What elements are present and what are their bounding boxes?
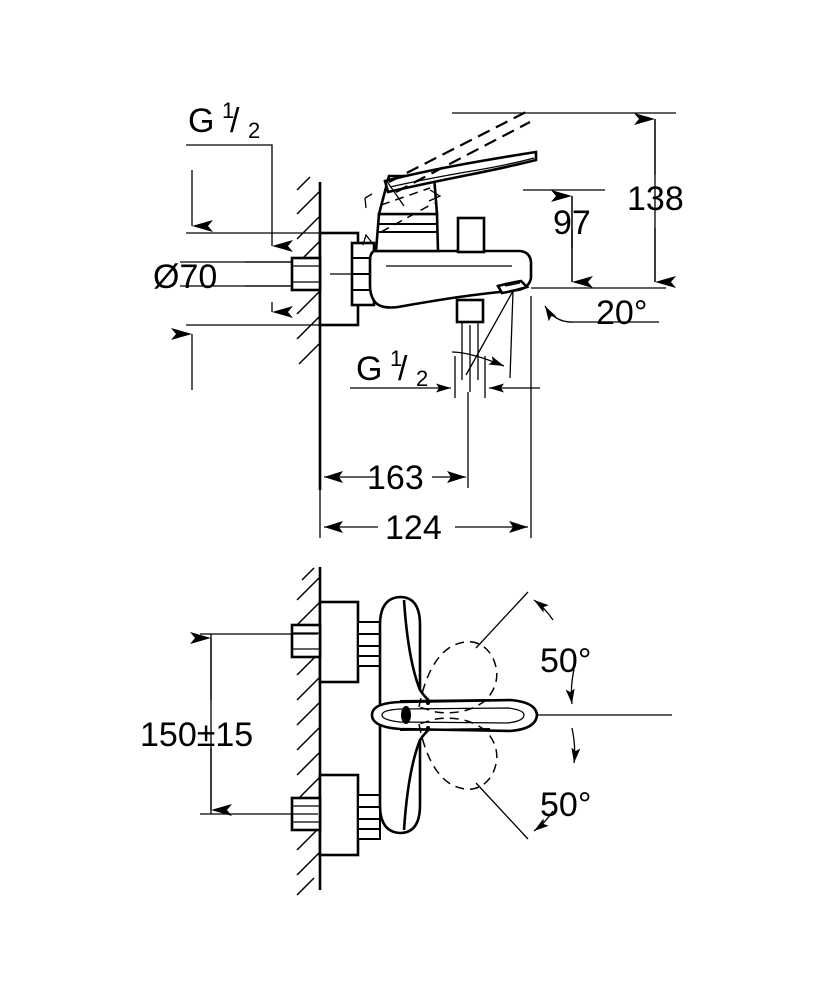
- dim-label-g-outlet-slash: /: [398, 350, 408, 388]
- dim-label-g-inlet-slash: /: [230, 102, 240, 140]
- plan-union-lower: [290, 773, 381, 857]
- dim-label-50-deg-upper: 50°: [540, 642, 591, 680]
- dim-label-20-deg: 20°: [596, 294, 647, 332]
- dim-label-g-outlet-numerator: 1: [390, 346, 402, 371]
- dim-label-150-pm-15: 150±15: [140, 716, 253, 754]
- dim-label-g-inlet: G: [188, 102, 214, 140]
- dim-inlet-thread-g-half: G 1 / 2: [186, 98, 293, 318]
- dim-angle-50-lower: 50°: [475, 727, 591, 840]
- mixer-body-spout: [368, 249, 533, 309]
- dim-projection-124: 163: [319, 392, 469, 497]
- cone-construction-marks: [362, 179, 442, 246]
- dim-height-138: 138: [452, 112, 684, 288]
- plan-wall-section: [296, 567, 322, 896]
- dim-label-163: 124: [385, 509, 442, 547]
- plan-lever-swing-dashed: [418, 641, 498, 790]
- dim-label-diameter-70: Ø70: [153, 258, 217, 296]
- plan-wall-hatching: [296, 567, 320, 896]
- inlet-connector: [350, 241, 376, 307]
- lever-handle-open-dashed: [388, 111, 531, 193]
- wall-union-left: [245, 231, 360, 327]
- dim-label-97: 97: [553, 204, 591, 242]
- dim-label-50-deg-lower: 50°: [540, 786, 591, 824]
- dim-outlet-thread-g-half: G 1 / 2: [350, 346, 540, 398]
- dim-label-g-inlet-denominator: 2: [248, 118, 260, 143]
- dim-angle-50-upper: 50°: [475, 591, 591, 705]
- plan-view: 150±15 50° 50°: [140, 567, 672, 896]
- dim-label-g-outlet-denominator: 2: [416, 366, 428, 391]
- dim-projection-163: 124: [319, 296, 532, 547]
- dim-label-g-outlet: G: [356, 350, 382, 388]
- dim-label-138: 138: [627, 180, 684, 218]
- dim-label-124: 163: [367, 459, 424, 497]
- dim-inlet-spacing-150: 150±15: [140, 632, 318, 816]
- plan-union-upper: [290, 600, 381, 684]
- wall-section: [296, 176, 322, 490]
- dim-angle-20: 20°: [465, 290, 659, 379]
- dim-label-g-inlet-numerator: 1: [222, 98, 234, 123]
- dim-height-97: 97: [523, 189, 666, 289]
- plan-lever-handle: [370, 698, 539, 733]
- dim-diameter-70: Ø70: [153, 170, 330, 390]
- side-elevation-view: G 1 / 2 Ø70: [153, 98, 684, 547]
